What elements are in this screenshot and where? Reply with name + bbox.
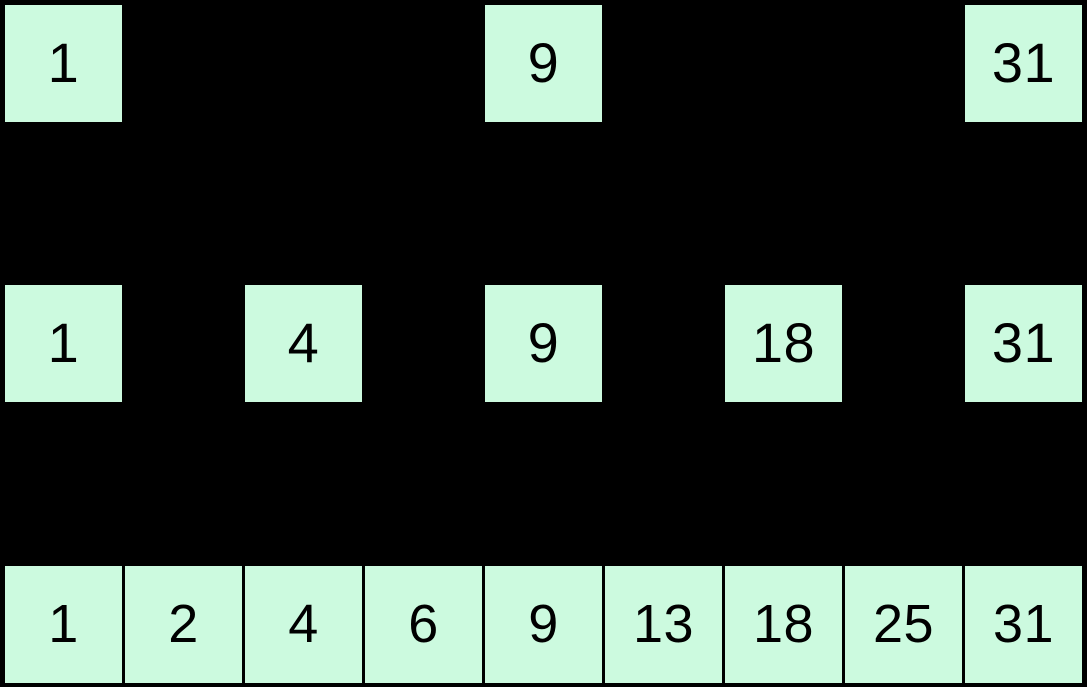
cell-value: 1: [48, 593, 79, 654]
cell-value: 18: [751, 310, 816, 374]
cell-level-2-col4: 9: [485, 5, 602, 122]
cell-level-0-col0: 1: [5, 566, 122, 683]
cell-value: 31: [991, 310, 1056, 374]
row-base-data-row: 1 2 4 6 9 13 18 25 31: [0, 566, 1087, 683]
cell-level-0-col3: 6: [365, 566, 482, 683]
cell-value: 31: [991, 30, 1056, 94]
cell-level-1-col0: 1: [5, 285, 122, 402]
cell-level-0-col6: 18: [725, 566, 842, 683]
cell-level-0-col4: 9: [485, 566, 602, 683]
cell-level-0-col8: 31: [965, 566, 1082, 683]
cell-value: 18: [752, 593, 815, 654]
row-middle-index-row: 1 4 9 18 31: [0, 285, 1087, 402]
cell-value: 31: [992, 593, 1055, 654]
cell-level-1-col8: 31: [965, 285, 1082, 402]
cell-level-1-col4: 9: [485, 285, 602, 402]
cell-level-2-col0: 1: [5, 5, 122, 122]
cell-value: 6: [408, 593, 439, 654]
cell-level-1-col2: 4: [245, 285, 362, 402]
cell-level-0-col5: 13: [605, 566, 722, 683]
cell-value: 4: [287, 310, 320, 374]
cell-value: 1: [47, 30, 80, 94]
cell-value: 9: [527, 310, 560, 374]
cell-value: 9: [528, 593, 559, 654]
cell-level-0-col2: 4: [245, 566, 362, 683]
cell-level-0-col1: 2: [125, 566, 242, 683]
cell-value: 4: [288, 593, 319, 654]
cell-value: 9: [527, 30, 560, 94]
cell-level-2-col8: 31: [965, 5, 1082, 122]
cell-value: 2: [168, 593, 199, 654]
cell-level-1-col6: 18: [725, 285, 842, 402]
cell-value: 1: [47, 310, 80, 374]
cell-value: 25: [872, 593, 935, 654]
cell-value: 13: [632, 593, 695, 654]
cell-level-0-col7: 25: [845, 566, 962, 683]
